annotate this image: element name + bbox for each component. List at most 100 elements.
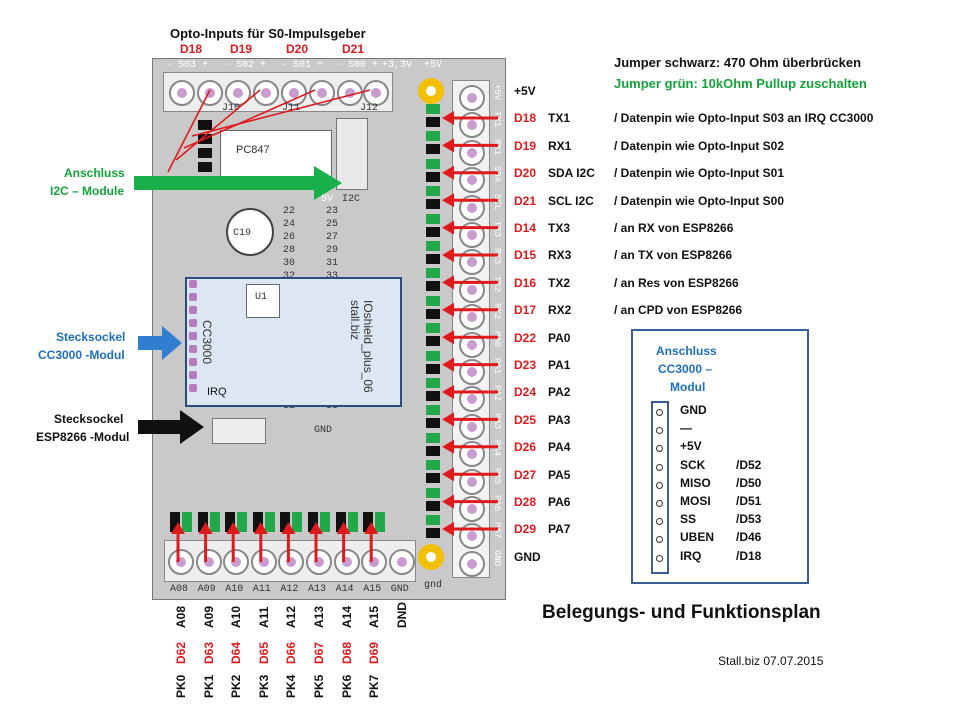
black-jumper bbox=[426, 336, 440, 347]
jumper-note-black: Jumper schwarz: 470 Ohm überbrücken bbox=[614, 55, 862, 70]
bottom-board-label: A15 bbox=[363, 584, 382, 595]
legend-pin-dot bbox=[656, 500, 663, 507]
board-label-s02: - S02 + bbox=[224, 60, 267, 71]
pin-number: 30 bbox=[283, 258, 296, 269]
row-arrow-head bbox=[442, 494, 454, 509]
green-jumper bbox=[426, 268, 440, 279]
cc3000-label-line2: CC3000 -Modul bbox=[38, 348, 125, 362]
row-arrow-head bbox=[442, 385, 454, 399]
bottom-dpin: D65 bbox=[256, 641, 271, 664]
bottom-dpin: D64 bbox=[229, 641, 244, 664]
bottom-analog-name: A11 bbox=[256, 606, 271, 628]
pin-number: 22 bbox=[283, 206, 296, 217]
bottom-dpin: D68 bbox=[339, 641, 354, 664]
pin-number: 27 bbox=[326, 232, 339, 243]
pin-row-name: PA3 bbox=[548, 412, 571, 427]
row-arrow-head bbox=[442, 357, 454, 372]
legend-row-name: — bbox=[680, 421, 692, 436]
pin-row-desc: / Datenpin wie Opto-Input S02 bbox=[614, 138, 785, 153]
bottom-board-label: A13 bbox=[308, 584, 327, 595]
i2c-arrow bbox=[134, 166, 342, 200]
footer-title: Belegungs- und Funktionsplan bbox=[542, 602, 821, 623]
opto-pin-d20: D20 bbox=[286, 42, 309, 56]
stall-board-text: stall.biz bbox=[348, 300, 362, 341]
legend-pin-strip bbox=[651, 401, 669, 574]
pin-number: 32 bbox=[283, 271, 295, 282]
bottom-arrow-head bbox=[226, 522, 241, 534]
pin-row-desc: / an CPD von ESP8266 bbox=[614, 303, 743, 318]
bottom-black-jumper bbox=[308, 512, 318, 532]
bottom-arrows bbox=[171, 522, 379, 562]
pin-row-name: SDA I2C bbox=[548, 166, 595, 181]
terminal-pad bbox=[197, 80, 223, 106]
bottom-board-label: A08 bbox=[170, 584, 189, 595]
green-jumper bbox=[426, 405, 440, 416]
pin-row-dpin: D23 bbox=[514, 358, 537, 372]
bottom-dpin: D62 bbox=[174, 641, 188, 664]
header-pad bbox=[459, 550, 485, 577]
pin-number: 24 bbox=[283, 219, 296, 230]
pin-row-dpin: D21 bbox=[514, 193, 537, 208]
bottom-arrow-head bbox=[309, 522, 323, 534]
row-arrow-head bbox=[442, 330, 454, 345]
legend-title-line1: Anschluss bbox=[656, 344, 717, 358]
green-jumper bbox=[426, 432, 440, 443]
bottom-dpin: D69 bbox=[367, 641, 382, 664]
plus5v-board-label: 5V bbox=[321, 194, 334, 205]
pin-row-name: PA4 bbox=[548, 440, 571, 455]
bottom-port-pin: PK6 bbox=[339, 674, 354, 698]
cc3000-pin bbox=[189, 384, 197, 392]
optocoupler-label: PC847 bbox=[236, 144, 270, 156]
bottom-dpin: D66 bbox=[284, 641, 299, 664]
bottom-green-jumper bbox=[375, 512, 386, 532]
legend-pin-dot bbox=[656, 445, 663, 453]
bottom-port-pin: PK1 bbox=[201, 674, 216, 698]
cc3000-pin bbox=[189, 319, 197, 327]
board-label-s00: - S00 + bbox=[336, 60, 379, 71]
bottom-jumper-row bbox=[164, 512, 404, 534]
i2c-board-label: I2C bbox=[342, 194, 361, 205]
pin-row-dpin: D26 bbox=[514, 440, 537, 455]
legend-row-pin: /D46 bbox=[736, 530, 762, 545]
bottom-dpin: D63 bbox=[201, 641, 216, 664]
board-gnd-label: gnd bbox=[424, 580, 443, 591]
irq-board-label: IRQ bbox=[207, 386, 227, 398]
terminal-pad bbox=[337, 80, 363, 106]
terminal-pad bbox=[281, 80, 307, 106]
header-pin-label: GND bbox=[492, 549, 502, 566]
green-jumper bbox=[426, 295, 440, 306]
row-arrow-head bbox=[442, 111, 454, 125]
board-label-3v3: +3,3V bbox=[382, 60, 413, 71]
pin-row-name: PA2 bbox=[548, 385, 571, 400]
bottom-green-jumper bbox=[320, 512, 330, 532]
pin-row-dpin: D28 bbox=[514, 495, 537, 509]
bottom-terminal-pad bbox=[195, 549, 222, 575]
pin-number: 31 bbox=[326, 258, 339, 269]
pin-row-name: RX3 bbox=[548, 248, 572, 263]
bottom-port-pin: PK4 bbox=[284, 674, 299, 698]
legend-pin-dot bbox=[656, 463, 663, 471]
bottom-terminal-pad bbox=[250, 549, 277, 575]
legend-row-name: UBEN bbox=[680, 530, 715, 545]
terminal-pad bbox=[225, 80, 251, 106]
bottom-board-label: A11 bbox=[252, 584, 271, 595]
black-jumper bbox=[426, 528, 440, 538]
legend-row-name: +5V bbox=[680, 439, 702, 454]
bottom-board-label: A12 bbox=[280, 584, 299, 595]
cc3000-pin bbox=[189, 371, 197, 379]
cc3000-pin bbox=[189, 280, 197, 288]
legend-row-name: SCK bbox=[680, 457, 706, 472]
bottom-analog-name: A12 bbox=[284, 605, 299, 628]
black-jumper bbox=[426, 473, 440, 484]
bottom-terminal-pad bbox=[168, 549, 194, 575]
jumper-column bbox=[426, 104, 442, 544]
bottom-terminal-pad bbox=[306, 549, 332, 575]
legend-pin-dot bbox=[656, 536, 663, 544]
green-jumper bbox=[426, 104, 440, 114]
pin-row-name: SCL I2C bbox=[548, 193, 594, 208]
pin-row-dpin: D22 bbox=[514, 330, 537, 345]
legend-row-pin: /D18 bbox=[736, 548, 762, 563]
ioshield-text: IOshield_plus_06 bbox=[361, 300, 375, 393]
board-label-s01: - S01 + bbox=[281, 60, 324, 71]
bottom-terminal-pad bbox=[388, 549, 415, 575]
